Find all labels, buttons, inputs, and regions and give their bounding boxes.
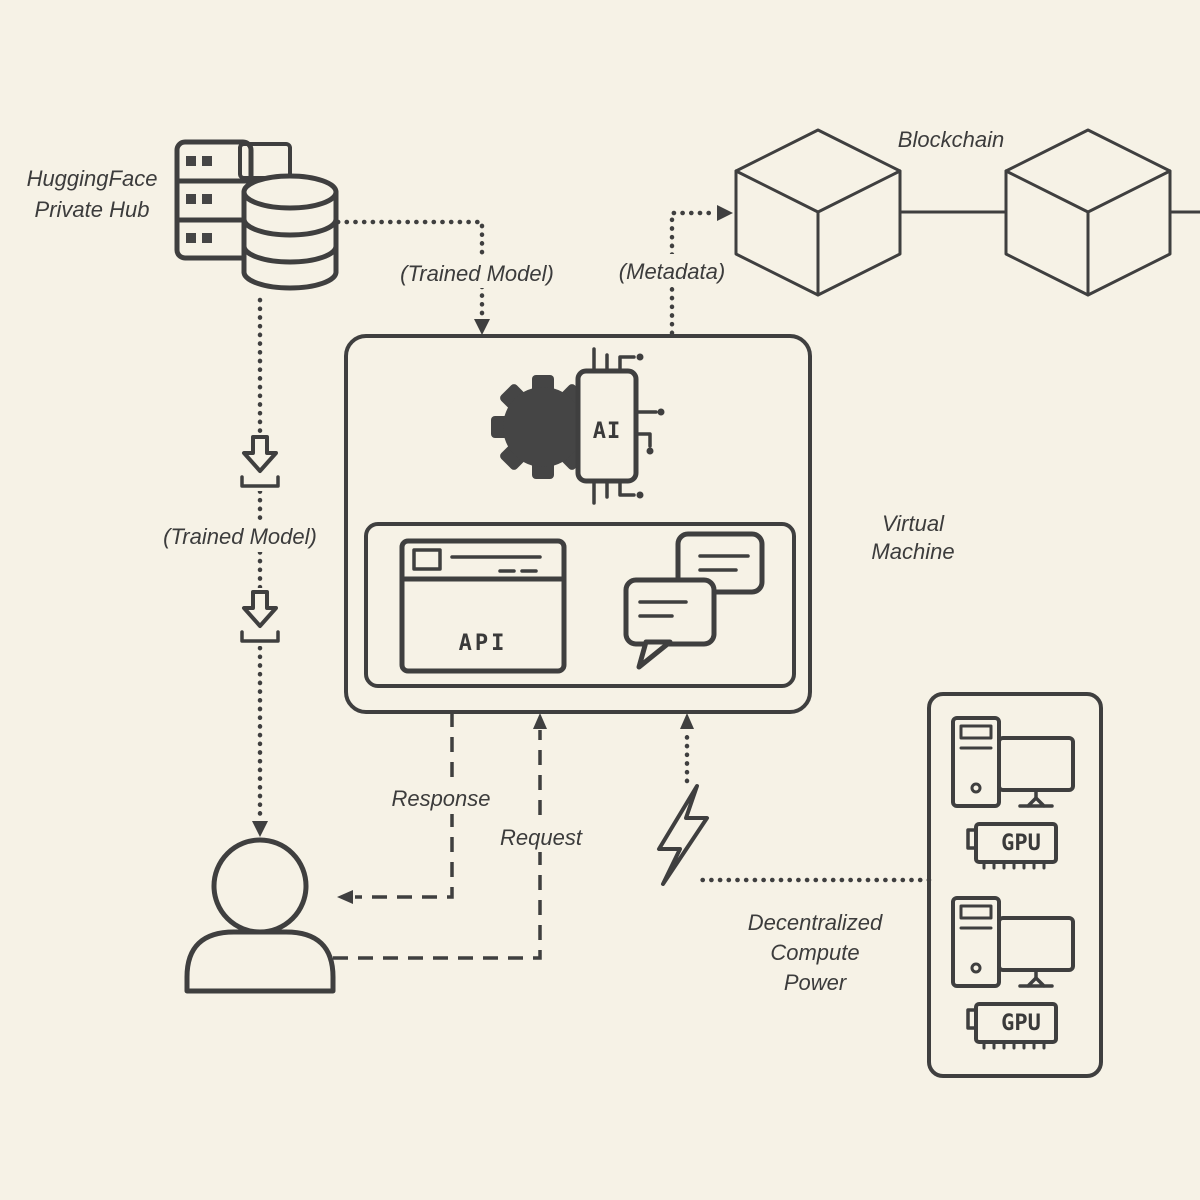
server-led (202, 194, 212, 204)
arrowhead-hub-to-user (252, 821, 268, 837)
pc-tower-slot (959, 904, 993, 920)
cube-inner-edges (1004, 169, 1172, 297)
compute-unit-2: GPU (951, 896, 1075, 1050)
label-mask (386, 782, 496, 814)
database-icon (241, 173, 339, 291)
arrowhead-response (337, 890, 353, 904)
blockchain-label: Blockchain (898, 127, 1004, 152)
compute-label-line2: Compute (770, 940, 859, 965)
database-ring (241, 243, 339, 265)
server-led (186, 194, 196, 204)
pc-tower-slot (959, 724, 993, 740)
label-mask (388, 256, 566, 288)
node-virtual-machine: Virtual Machine AI (344, 334, 955, 714)
vm-inner-panel (364, 522, 796, 688)
user-body (184, 929, 336, 994)
edge-labels: (Trained Model) (Metadata) (Trained Mode… (150, 254, 736, 852)
monitor-icon (997, 736, 1075, 792)
compute-unit-1: GPU (951, 716, 1075, 870)
arrowhead-request (533, 713, 547, 729)
api-window-icon: API (399, 538, 567, 674)
node-huggingface-hub: HuggingFace Private Hub (27, 139, 339, 291)
gpu-text: GPU (1001, 831, 1041, 856)
arrowhead-vm-to-blockchain (717, 205, 733, 221)
compute-label-line3: Power (784, 970, 848, 995)
edge-response-vm-to-user (355, 712, 454, 899)
edge-label-response: Response (391, 786, 490, 811)
huggingface-label-line1: HuggingFace (27, 166, 158, 191)
chip-pin-dot (657, 408, 665, 416)
gear-body (503, 387, 583, 467)
database-ring (241, 216, 339, 238)
node-blockchain: Blockchain (734, 127, 1200, 297)
gpu-pins (982, 1040, 1046, 1050)
monitor-icon (997, 916, 1075, 972)
api-window-outline (399, 538, 567, 674)
virtual-machine-box (344, 334, 812, 714)
lightning-bolt-icon (657, 784, 709, 886)
chip-pins-top (592, 347, 636, 373)
edge-label-trained-model-left: (Trained Model) (163, 524, 317, 549)
huggingface-label-line2: Private Hub (35, 197, 150, 222)
gpu-card-icon: GPU (966, 822, 1058, 870)
edge-metadata-vm-to-blockchain (669, 210, 718, 336)
download-tray-glyph (240, 475, 280, 488)
download-tray-glyph (240, 630, 280, 643)
arrowhead-compute-to-vm (680, 713, 694, 729)
virtual-machine-label-line2: Machine (871, 539, 954, 564)
node-user (184, 837, 336, 994)
download-arrow-glyph (242, 435, 278, 473)
download-icon-2 (240, 588, 280, 646)
chip-pins-right (634, 410, 658, 448)
edge-label-metadata: (Metadata) (619, 259, 725, 284)
api-text: API (459, 631, 508, 656)
api-window-tab (412, 548, 442, 571)
chip-pin-dot (636, 491, 644, 499)
server-led (186, 233, 196, 243)
database-sides (241, 189, 339, 275)
monitor-base (1018, 976, 1054, 988)
pc-tower-button (970, 962, 982, 974)
download-arrow-glyph (242, 590, 278, 628)
label-mask (608, 254, 736, 286)
database-bottom (241, 269, 339, 291)
cube-inner-edges (734, 169, 902, 297)
chip-pin-dot (636, 353, 644, 361)
compute-cluster-box (927, 692, 1103, 1078)
server-led (186, 156, 196, 166)
node-compute-cluster: Decentralized Compute Power GPU (748, 692, 1103, 1078)
label-mask (150, 520, 330, 552)
monitor-base (1018, 796, 1054, 808)
arrowhead-hub-to-vm (474, 319, 490, 335)
chat-bubbles-icon (623, 531, 765, 670)
chat-bubble-front-tail (636, 639, 673, 670)
gpu-text: GPU (1001, 1011, 1041, 1036)
edge-label-trained-model-top: (Trained Model) (400, 261, 554, 286)
server-led (202, 233, 212, 243)
edge-request-user-to-vm (333, 730, 542, 960)
gpu-card-icon: GPU (966, 1002, 1058, 1050)
gpu-bracket (966, 828, 978, 850)
chip-pin-dot (646, 447, 654, 455)
virtual-machine-label-line1: Virtual (882, 511, 945, 536)
label-mask (492, 820, 590, 852)
server-led (202, 156, 212, 166)
chip-text: AI (593, 419, 622, 444)
blockchain-cube-1 (734, 128, 902, 297)
gpu-card-body (974, 822, 1058, 864)
compute-label-line1: Decentralized (748, 910, 883, 935)
edge-label-request: Request (500, 825, 583, 850)
pc-tower-button (970, 782, 982, 794)
download-icon-1 (240, 433, 280, 491)
chat-bubble-front (623, 577, 717, 647)
chip-pins-bottom (592, 479, 636, 505)
gpu-bracket (966, 1008, 978, 1030)
gpu-pins (982, 860, 1046, 870)
blockchain-cube-2 (1004, 128, 1172, 297)
ai-chip-icon: AI (491, 347, 665, 505)
gpu-card-body (974, 1002, 1058, 1044)
